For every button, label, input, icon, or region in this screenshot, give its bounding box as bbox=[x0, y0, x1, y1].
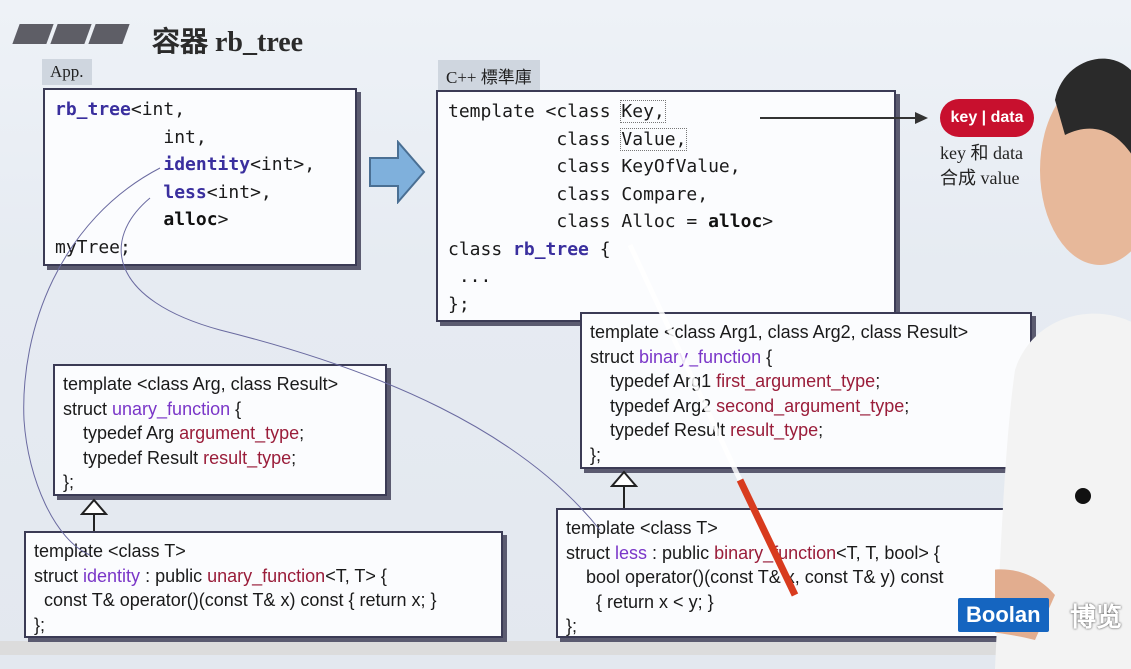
presenter-figure bbox=[995, 58, 1131, 669]
key-data-badge: key | data bbox=[940, 99, 1034, 137]
slide-title: 容器 rb_tree bbox=[152, 27, 304, 58]
right-arrow-icon bbox=[369, 140, 426, 204]
binary-function-box: template <class Arg1, class Arg2, class … bbox=[580, 312, 1032, 469]
app-code-box: rb_tree<int, int, identity<int>, less<in… bbox=[43, 88, 357, 266]
key-arrow-icon bbox=[760, 112, 928, 124]
slide-frame bbox=[0, 641, 1131, 655]
library-label: C++ 標準庫 bbox=[438, 60, 540, 91]
less-box: template <class T> struct less : public … bbox=[556, 508, 1012, 638]
key-data-note: key 和 data 合成 value bbox=[940, 143, 1023, 188]
inheritance-triangle-icon bbox=[610, 470, 638, 509]
brand-logo: Boolan bbox=[958, 598, 1049, 632]
inheritance-triangle-icon bbox=[80, 498, 108, 531]
app-label: App. bbox=[42, 59, 92, 85]
identity-box: template <class T> struct identity : pub… bbox=[24, 531, 503, 638]
unary-function-box: template <class Arg, class Result> struc… bbox=[53, 364, 387, 496]
brand-logo-cn: 博览 bbox=[1070, 603, 1123, 633]
